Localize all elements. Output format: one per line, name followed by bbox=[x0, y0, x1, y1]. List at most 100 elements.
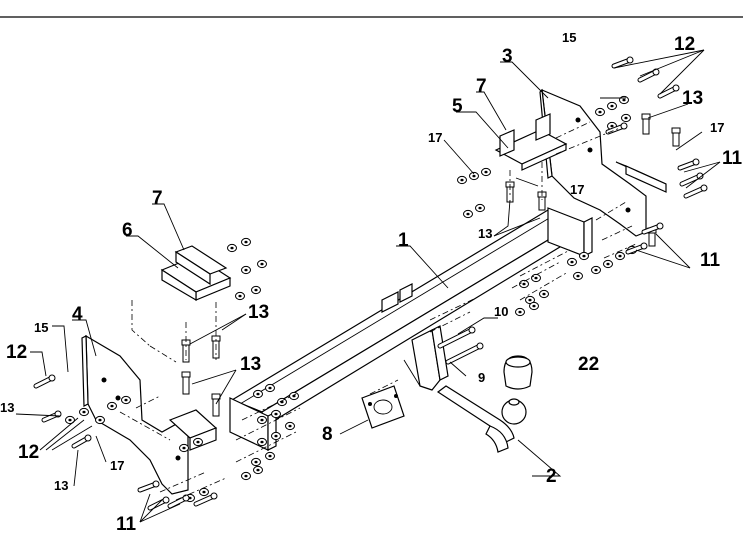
bolt-icon bbox=[648, 231, 656, 247]
bolt-head-icon bbox=[696, 172, 704, 180]
nut-icon bbox=[98, 418, 102, 422]
nut-icon bbox=[274, 412, 278, 416]
bolt-head-icon bbox=[626, 56, 634, 64]
bolt-head-icon bbox=[656, 222, 664, 230]
nut-icon bbox=[570, 260, 574, 264]
callout-17-right-top: 17 bbox=[710, 120, 724, 135]
bolt-head-icon bbox=[640, 242, 648, 250]
nut-icon bbox=[244, 240, 248, 244]
nut-icon bbox=[244, 268, 248, 272]
nut-icon bbox=[594, 268, 598, 272]
callout-1: 1 bbox=[398, 230, 409, 251]
bolt-head-icon bbox=[700, 184, 708, 192]
nut-icon bbox=[528, 298, 532, 302]
alignment-lines bbox=[119, 121, 637, 501]
callout-3: 3 bbox=[502, 46, 513, 67]
callout-11-left: 11 bbox=[116, 514, 137, 535]
nut-icon bbox=[110, 404, 114, 408]
callout-4: 4 bbox=[72, 304, 83, 325]
callout-10: 10 bbox=[494, 304, 508, 319]
callout-15-right: 15 bbox=[562, 30, 576, 45]
nut-icon bbox=[268, 386, 272, 390]
nut-icon bbox=[610, 104, 614, 108]
callout-13-left-upper: 13 bbox=[248, 302, 269, 323]
bolt-head-icon bbox=[48, 374, 56, 382]
callout-labels: 1 2 3 4 5 6 7 7 8 9 10 11 11 11 12 12 12… bbox=[0, 30, 743, 535]
nut-icon bbox=[230, 246, 234, 250]
callout-7-right: 7 bbox=[476, 76, 487, 97]
callout-11-right: 11 bbox=[722, 148, 743, 169]
bolt-head-icon bbox=[84, 434, 92, 442]
callout-12-left-lower: 12 bbox=[18, 442, 39, 463]
callout-22: 22 bbox=[578, 354, 599, 375]
nut-icon bbox=[238, 294, 242, 298]
callout-8: 8 bbox=[322, 424, 333, 445]
nut-icon bbox=[260, 262, 264, 266]
nut-icon bbox=[256, 468, 260, 472]
callout-15-left: 15 bbox=[34, 320, 48, 335]
callout-2: 2 bbox=[546, 466, 557, 487]
bolt-head-icon bbox=[181, 371, 191, 378]
bolt-head-icon bbox=[211, 393, 221, 400]
nut-icon bbox=[82, 410, 86, 414]
beam-bracket-b bbox=[399, 283, 413, 303]
nut-icon bbox=[124, 398, 128, 402]
callout-17-right-mid: 17 bbox=[428, 130, 442, 145]
bolt-head-icon bbox=[672, 84, 680, 92]
nut-icon bbox=[606, 262, 610, 266]
callout-11-right-lower: 11 bbox=[700, 250, 721, 271]
nut-icon bbox=[274, 434, 278, 438]
callout-13-left-mid: 13 bbox=[240, 354, 261, 375]
nut-icon bbox=[202, 490, 206, 494]
socket-plate bbox=[361, 385, 405, 429]
bolt-head-icon bbox=[641, 113, 651, 120]
nut-icon bbox=[244, 474, 248, 478]
nut-icon bbox=[466, 212, 470, 216]
bolt-shaft-icon bbox=[446, 344, 482, 364]
nut-icon bbox=[268, 454, 272, 458]
callout-6: 6 bbox=[122, 220, 133, 241]
bolt-icon bbox=[538, 195, 546, 211]
nut-icon bbox=[532, 304, 536, 308]
bolt-head-icon bbox=[692, 158, 700, 166]
callout-12-left-upper: 12 bbox=[6, 342, 27, 363]
nut-icon bbox=[182, 446, 186, 450]
nut-icon bbox=[598, 110, 602, 114]
nut-icon bbox=[478, 206, 482, 210]
nut-icon bbox=[582, 254, 586, 258]
right-bracket-ear bbox=[615, 161, 667, 193]
nut-icon bbox=[542, 292, 546, 296]
right-clamp bbox=[499, 113, 551, 157]
nut-icon bbox=[460, 178, 464, 182]
left-end-plate bbox=[229, 397, 277, 451]
nut-icon bbox=[484, 170, 488, 174]
nut-icon bbox=[68, 418, 72, 422]
nut-icon bbox=[260, 418, 264, 422]
bolt-shaft-icon bbox=[438, 328, 474, 348]
callout-5: 5 bbox=[452, 96, 463, 117]
left-clamp bbox=[174, 245, 228, 286]
bolt-icon bbox=[672, 131, 680, 147]
callout-9: 9 bbox=[478, 370, 485, 385]
bolt-head-icon bbox=[210, 492, 218, 500]
bolt-head-icon bbox=[671, 127, 681, 134]
nut-icon bbox=[534, 276, 538, 280]
nut-icon bbox=[518, 310, 522, 314]
callout-7-left: 7 bbox=[152, 188, 163, 209]
nut-icon bbox=[522, 282, 526, 286]
bolt-icon bbox=[642, 117, 650, 135]
callout-17-center: 17 bbox=[570, 182, 584, 197]
bolt-head-icon bbox=[468, 326, 476, 334]
bolt-icon bbox=[182, 375, 190, 395]
nut-icon bbox=[254, 460, 258, 464]
bolt-head-icon bbox=[476, 342, 484, 350]
nut-icon bbox=[622, 98, 626, 102]
nut-icon bbox=[256, 392, 260, 396]
callout-13-left-side: 13 bbox=[0, 400, 14, 415]
nut-icon bbox=[254, 288, 258, 292]
callout-12-right: 12 bbox=[674, 34, 695, 55]
left-side-bracket bbox=[81, 334, 189, 495]
ball-mount-bracket bbox=[403, 325, 449, 391]
beam-bracket-a bbox=[381, 291, 399, 313]
